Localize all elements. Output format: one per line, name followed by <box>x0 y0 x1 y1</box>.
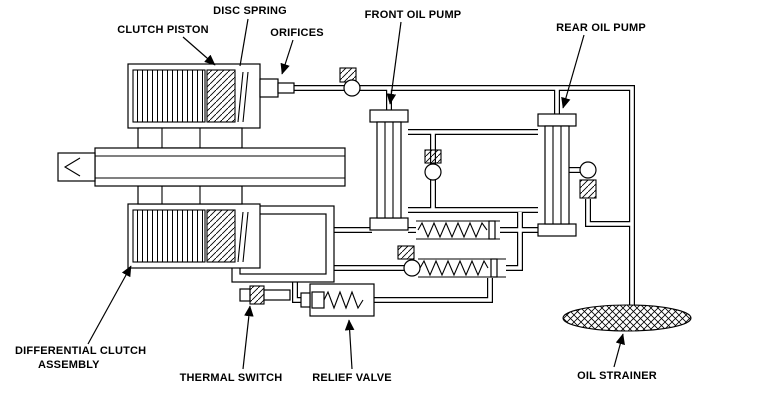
label-relief-valve: RELIEF VALVE <box>312 372 392 384</box>
label-oil-strainer: OIL STRAINER <box>577 370 657 382</box>
disc-spring-top <box>237 71 249 123</box>
check-valve-3 <box>397 245 421 277</box>
differential-clutch-assembly-drawing <box>57 63 346 269</box>
label-rear-oil-pump: REAR OIL PUMP <box>556 22 646 34</box>
rear-oil-pump-drawing <box>537 113 577 237</box>
leader-clutch-piston <box>182 36 216 66</box>
orifices-drawing <box>259 78 295 98</box>
leader-rear-oil-pump <box>561 34 585 109</box>
clutch-pack-bottom <box>132 209 206 263</box>
shaft-end <box>57 152 96 182</box>
labels: DISC SPRING CLUTCH PISTON ORIFICES FRONT… <box>15 5 657 384</box>
pipe-network <box>292 85 635 305</box>
check-ball-icon <box>424 163 442 181</box>
leader-arrows <box>87 18 625 370</box>
check-valve-1 <box>339 67 361 97</box>
spring-icon <box>323 290 364 310</box>
check-ball-icon <box>579 161 597 179</box>
clutch-piston-bottom <box>206 209 236 263</box>
label-front-oil-pump: FRONT OIL PUMP <box>365 9 462 21</box>
leader-orifices <box>280 39 294 75</box>
leader-oil-strainer <box>613 333 625 368</box>
clutch-piston-top <box>206 69 236 123</box>
thermal-switch-drawing <box>239 285 291 305</box>
spring-icon <box>419 259 489 277</box>
relief-valve-drawing <box>300 283 375 317</box>
label-differential-clutch-line2: ASSEMBLY <box>38 359 100 371</box>
shaft-spline-chevron <box>63 157 81 177</box>
front-oil-pump-drawing <box>369 109 409 231</box>
label-clutch-piston: CLUTCH PISTON <box>117 24 209 36</box>
check-valve-2 <box>424 149 442 181</box>
label-disc-spring: DISC SPRING <box>213 5 287 17</box>
leader-front-oil-pump <box>386 21 402 105</box>
clutch-pack-top <box>132 69 206 123</box>
hub-top <box>137 127 243 149</box>
spring-channel-2 <box>418 258 506 278</box>
check-ball-icon <box>343 79 361 97</box>
spring-channel-1 <box>416 220 500 240</box>
hub-bottom <box>137 185 243 205</box>
label-orifices: ORIFICES <box>270 27 324 39</box>
check-valve-4 <box>579 161 597 199</box>
label-thermal-switch: THERMAL SWITCH <box>180 372 283 384</box>
spring-icon <box>417 221 488 239</box>
shaft <box>94 147 346 187</box>
leader-disc-spring <box>239 18 249 67</box>
oil-strainer-drawing <box>562 304 692 332</box>
check-ball-icon <box>403 259 421 277</box>
leader-differential-clutch <box>87 265 132 345</box>
label-differential-clutch-line1: DIFFERENTIAL CLUTCH <box>15 345 146 357</box>
disc-spring-bottom <box>237 211 249 263</box>
leader-thermal-switch <box>242 305 254 370</box>
leader-relief-valve <box>344 319 355 370</box>
